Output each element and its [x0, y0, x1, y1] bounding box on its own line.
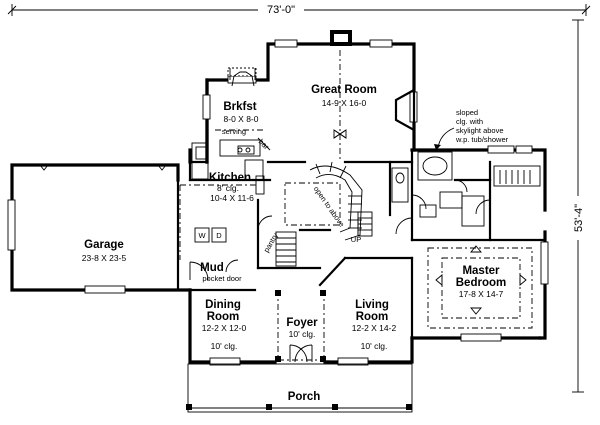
kitchen-dims: 10-4 X 11-6 [210, 193, 254, 203]
open-to-above-label: open to above [312, 185, 347, 229]
master-dims: 17-8 X 14-7 [459, 289, 504, 299]
serving-label: serving [222, 127, 246, 136]
sloped-note-3: skylight above [456, 126, 504, 135]
garage-markers [39, 164, 167, 171]
washer-label: W [198, 231, 206, 240]
depth-dimension: 53'-4" [573, 204, 585, 232]
pocket-door-label: pocket door [202, 274, 242, 283]
dining-label-1: Dining [205, 299, 241, 311]
ceiling-lines [179, 50, 533, 361]
porch [186, 363, 413, 413]
brkfst-dims: 8-0 X 8-0 [224, 114, 259, 124]
brkfst-bay [229, 68, 256, 87]
sloped-note-2: clg. with [456, 117, 483, 126]
staircase [309, 161, 373, 241]
living-ceiling: 10' clg. [361, 341, 388, 351]
living-dims: 12-2 X 14-2 [352, 323, 397, 333]
fireplace [394, 88, 416, 132]
dining-label-2: Room [207, 311, 240, 323]
brkfst-label: Brkfst [223, 101, 256, 113]
foyer-label: Foyer [286, 317, 318, 329]
dryer-label: D [216, 231, 222, 240]
windows [7, 39, 549, 366]
foyer-ceiling: 10' clg. [289, 329, 316, 339]
sloped-note-1: sloped [456, 108, 478, 117]
master-label-2: Bedroom [456, 277, 506, 289]
basement-stair [275, 231, 297, 267]
living-label-1: Living [355, 299, 389, 311]
exterior-walls [10, 42, 547, 364]
doors [189, 179, 491, 363]
dining-dims: 12-2 X 12-0 [202, 323, 247, 333]
sloped-ceiling-leader [434, 127, 455, 150]
porch-label: Porch [288, 391, 321, 403]
garage-dims: 23-8 X 23-5 [82, 253, 127, 263]
width-dimension: 73'-0" [267, 4, 295, 16]
chimney [330, 30, 352, 46]
mud-label: Mud [200, 262, 224, 274]
foyer-columns [275, 290, 326, 362]
great-room-dims: 14-9 X 16-0 [322, 98, 367, 108]
dimension-lines: 73'-0" 53'-4" [7, 2, 591, 393]
bath-fixtures [391, 151, 541, 227]
great-room-label: Great Room [311, 84, 377, 96]
pantry-label: pantry [262, 231, 280, 254]
sloped-note-4: w.p. tub/shower [455, 135, 509, 144]
kitchen-counters [191, 137, 271, 195]
dining-ceiling: 10' clg. [211, 341, 238, 351]
garage-label: Garage [84, 239, 124, 251]
kitchen-ceiling: 8' clg. [217, 183, 239, 193]
up-label: UP [351, 235, 361, 244]
laundry [194, 227, 227, 243]
master-label-1: Master [462, 265, 500, 277]
kitchen-label: Kitchen [209, 172, 251, 184]
ceiling-fan-markers [333, 129, 527, 315]
living-label-2: Room [356, 311, 389, 323]
